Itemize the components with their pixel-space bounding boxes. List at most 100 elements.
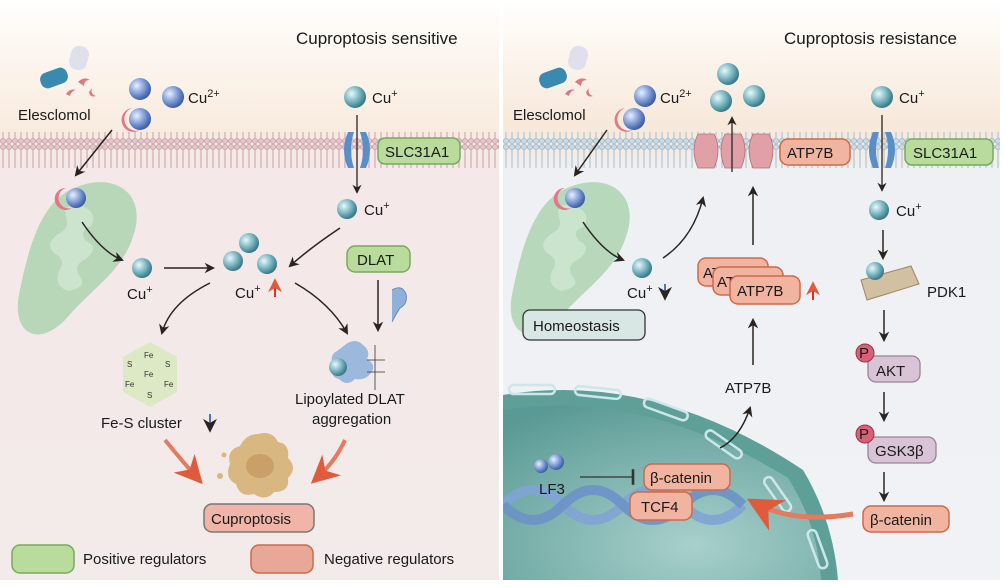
cu-plus-label: Cu [235, 285, 254, 302]
copper-ion-icon [337, 199, 357, 219]
svg-text:S: S [127, 360, 132, 369]
arrow [582, 221, 625, 262]
plus-superscript: + [646, 283, 652, 295]
pdk1-enzyme-icon [860, 262, 920, 301]
cu-plus-label: Cu [896, 203, 915, 220]
plus-superscript: + [146, 284, 152, 296]
copper-ion-icon [129, 78, 151, 100]
svg-text:Cu+: Cu+ [372, 88, 398, 107]
dying-cell-icon [217, 433, 293, 498]
arrow [159, 282, 211, 336]
copper-ion-icon [743, 85, 765, 107]
copper-ion-icon [132, 258, 152, 278]
cu2-superscript: 2+ [679, 88, 692, 100]
legend-negative-label: Negative regulators [324, 551, 454, 568]
cu2-label: Cu [660, 90, 679, 107]
arrow [81, 221, 124, 262]
slc31a1-label: SLC31A1 [385, 144, 449, 161]
atp7b-membrane-box [779, 138, 851, 166]
legend-positive-swatch [11, 544, 75, 574]
plus-superscript: + [391, 88, 397, 100]
lipoylated-dlat-icon [329, 341, 385, 390]
phospho-icon [855, 424, 875, 444]
atp7b-stack: ATP7B ATP7B ATP7B [697, 257, 801, 305]
copper-ion-icon [717, 63, 739, 85]
legend-positive-label: Positive regulators [83, 551, 206, 568]
pdk1-label: PDK1 [927, 284, 966, 301]
plus-superscript: + [915, 201, 921, 213]
svg-text:Cu2+: Cu2+ [660, 88, 692, 107]
homeostasis-label: Homeostasis [533, 318, 620, 335]
cu-plus-label: Cu [627, 285, 646, 302]
mitochondrion-icon [17, 182, 137, 335]
copper-ion-icon [66, 188, 86, 208]
akt-label: AKT [876, 363, 905, 380]
atp7b-membrane-label: ATP7B [787, 145, 833, 162]
elesclomol-crescent-icon [614, 108, 633, 132]
slc31a1-box [377, 137, 461, 165]
panel-title: Cuproptosis sensitive [296, 29, 458, 48]
copper-ion-icon [869, 200, 889, 220]
arrow [573, 129, 608, 177]
dlat-protein-icon [391, 287, 407, 323]
svg-text:S: S [165, 360, 170, 369]
cu-plus-label: Cu [372, 90, 391, 107]
elesclomol-label: Elesclomol [513, 107, 586, 124]
arrow [74, 129, 113, 177]
svg-text:Fe: Fe [144, 370, 154, 379]
elesclomol-capsule-icon [539, 45, 593, 97]
cu-plus-label: Cu [899, 90, 918, 107]
tcf4-box [629, 491, 693, 521]
svg-text:Fe: Fe [144, 351, 154, 360]
akt-box [867, 355, 921, 383]
elesclomol-crescent-icon [553, 187, 571, 210]
elesclomol-label: Elesclomol [18, 107, 91, 124]
svg-text:Cu+: Cu+ [127, 284, 153, 303]
plus-superscript: + [383, 200, 389, 212]
lf3-molecule-icon [548, 454, 564, 470]
copper-ion-icon [239, 233, 259, 253]
arrow [719, 406, 753, 449]
plus-superscript: + [254, 283, 260, 295]
plus-superscript: + [918, 88, 924, 100]
dna-helix-icon [503, 485, 747, 525]
arrow [288, 227, 341, 268]
atp7b-transporter-icon [693, 133, 774, 169]
mitochondrion-icon [510, 182, 630, 335]
svg-text:Cu+: Cu+ [235, 283, 261, 302]
elesclomol-crescent-icon [121, 108, 140, 132]
svg-text:Cu2+: Cu2+ [188, 88, 220, 107]
svg-text:Cu+: Cu+ [896, 201, 922, 220]
copper-ion-icon [634, 85, 656, 107]
cu2-label: Cu [188, 90, 207, 107]
elesclomol-crescent-icon [54, 187, 72, 210]
slc31a1-label: SLC31A1 [913, 145, 977, 162]
beta-catenin-nuclear-box [643, 463, 731, 491]
copper-ion-icon [129, 108, 151, 130]
legend-negative-swatch [250, 544, 314, 574]
slc31a1-box [904, 138, 994, 166]
lf3-label: LF3 [539, 481, 565, 498]
svg-text:ATP7B: ATP7B [737, 283, 783, 300]
slc31a1-channel-icon [344, 132, 370, 168]
copper-ion-icon [632, 258, 652, 278]
cu-plus-label: Cu [364, 202, 383, 219]
lf3-molecule-icon [534, 459, 548, 473]
copper-ion-icon [623, 108, 645, 130]
fe-s-cluster-icon: Fe S S Fe Fe Fe S [123, 342, 177, 407]
copper-ion-icon [871, 86, 893, 108]
phospho-icon [855, 343, 875, 363]
svg-text:Fe: Fe [125, 380, 135, 389]
gsk3b-label: GSK3β [875, 443, 924, 460]
elesclomol-capsule-icon [40, 45, 96, 97]
copper-ion-icon [344, 86, 366, 108]
svg-text:Fe: Fe [164, 380, 174, 389]
gsk3b-box [867, 436, 937, 464]
cuproptosis-sensitive-panel: Cuproptosis sensitive Elesclomol Cu2+ Cu… [0, 0, 499, 580]
phospho-label: P [859, 426, 869, 443]
panel-title: Cuproptosis resistance [784, 29, 957, 48]
svg-text:Cu+: Cu+ [364, 200, 390, 219]
beta-catenin-label: β-catenin [870, 512, 932, 529]
copper-ion-icon [162, 86, 184, 108]
svg-text:Cu+: Cu+ [899, 88, 925, 107]
